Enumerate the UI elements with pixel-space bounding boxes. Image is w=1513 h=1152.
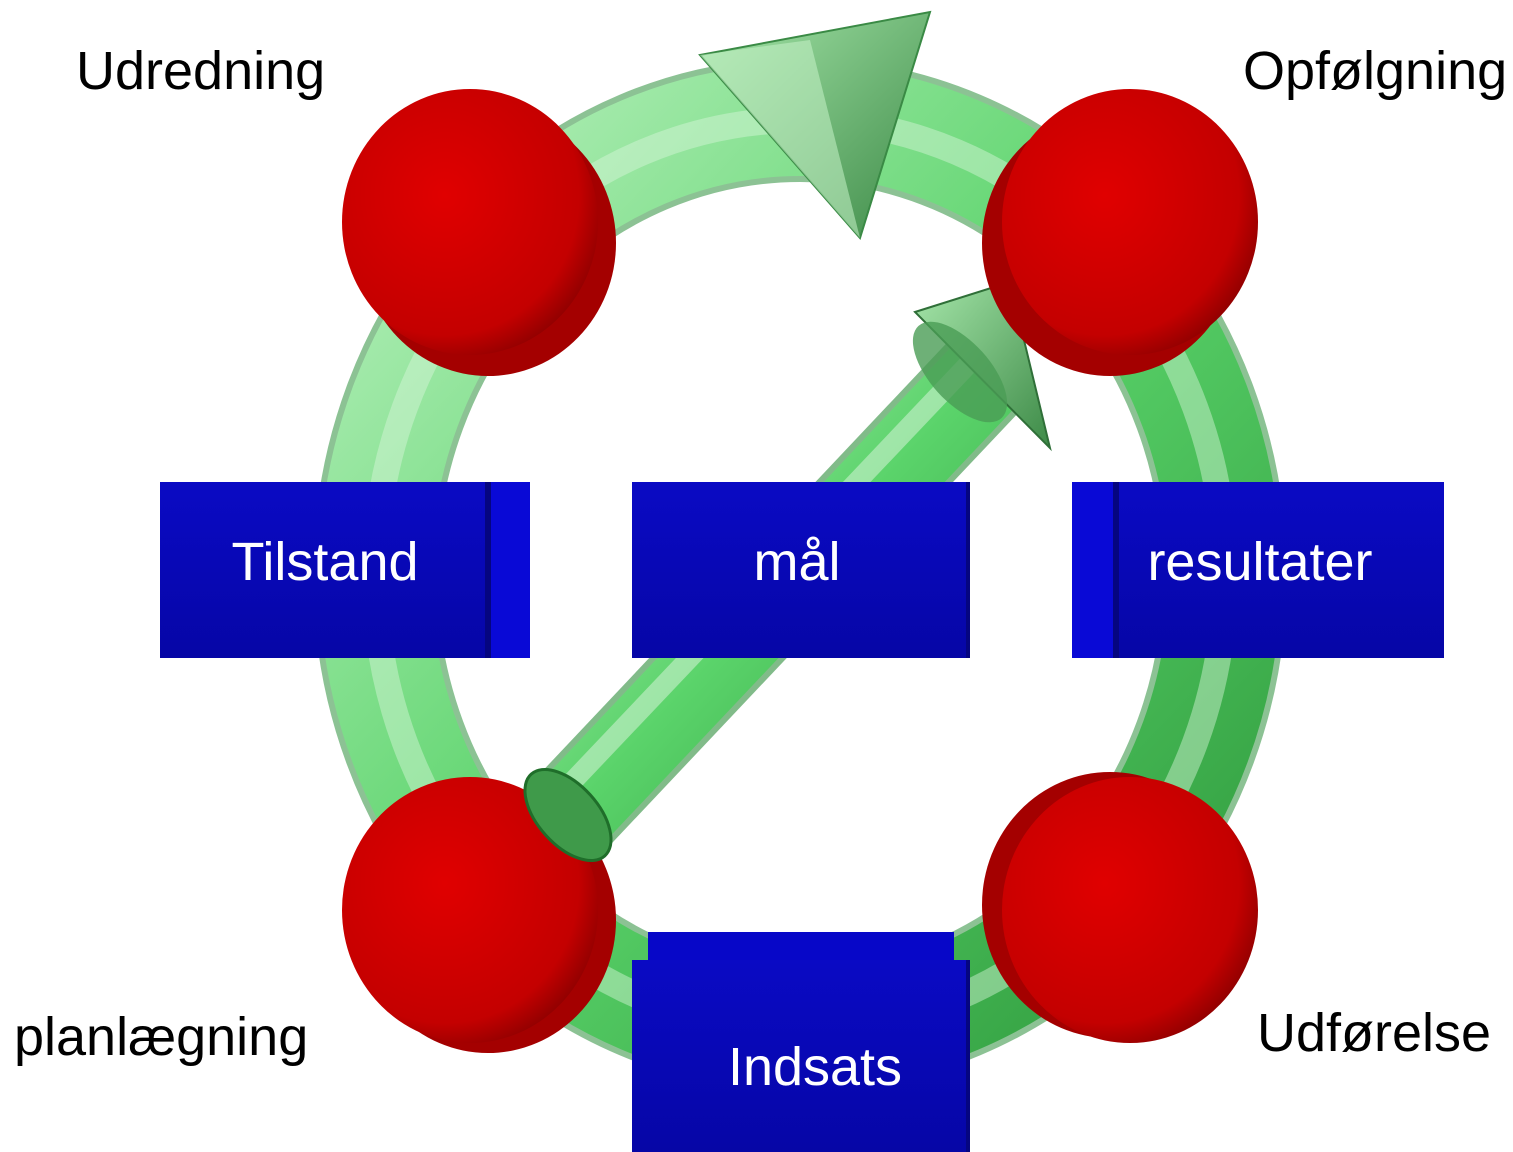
box-label-maal: mål [753, 532, 840, 592]
box-indsats: Indsats [632, 932, 970, 1152]
label-udredning: Udredning [76, 41, 326, 101]
box-label-tilstand: Tilstand [231, 532, 418, 592]
node-top-right [982, 89, 1258, 376]
label-opfolgning: Opfølgning [1243, 41, 1508, 101]
node-top-left [342, 89, 616, 376]
box-maal: mål [632, 482, 970, 658]
box-label-indsats: Indsats [728, 1037, 902, 1097]
node-bottom-right [982, 772, 1258, 1043]
label-planlaegning: planlægning [14, 1007, 309, 1067]
box-label-resultater: resultater [1147, 532, 1372, 592]
top-arrow-head [698, 10, 932, 241]
box-resultater: resultater [1072, 482, 1444, 658]
node-bottom-left [342, 777, 616, 1053]
label-udforelse: Udførelse [1257, 1003, 1492, 1063]
diagonal-arrow-tail [523, 767, 613, 863]
box-tilstand: Tilstand [160, 482, 530, 658]
